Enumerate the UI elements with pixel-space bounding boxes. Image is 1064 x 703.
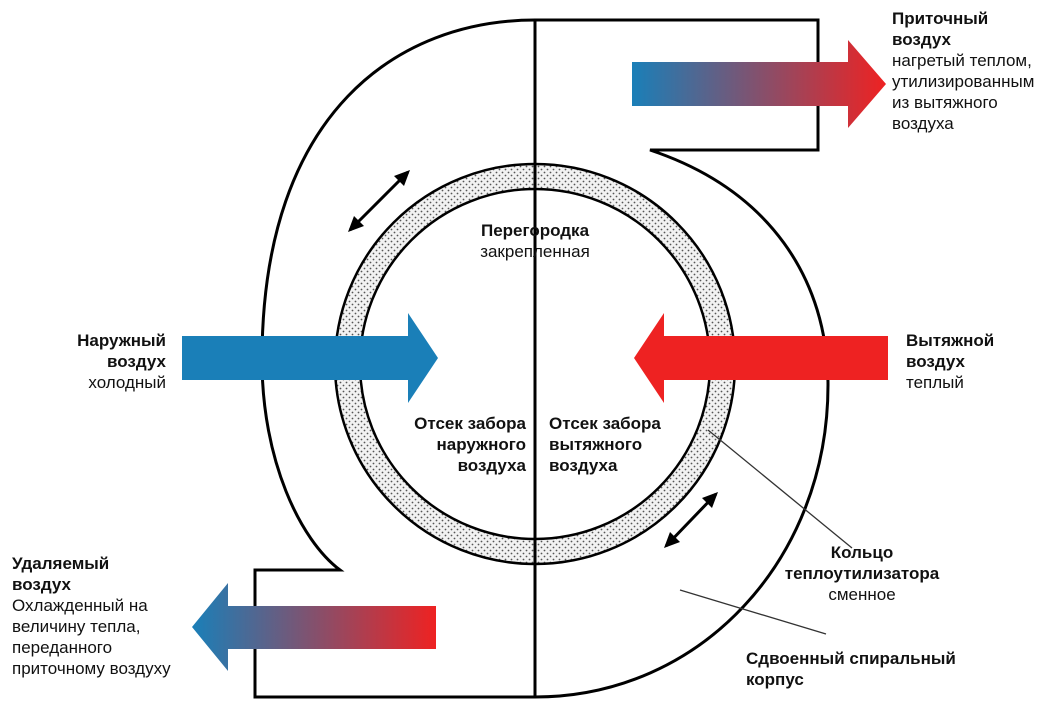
removed-air-desc-4: приточному воздуху: [12, 659, 171, 678]
casing-leader-line: [679, 589, 827, 635]
removed-air-arrow: [192, 583, 436, 671]
outdoor-air-arrow: [182, 313, 438, 403]
exhaust-air-title-1: Вытяжной: [906, 331, 995, 350]
outdoor-air-label: Наружный воздух холодный: [10, 330, 166, 393]
supply-air-desc-3: из вытяжного: [892, 93, 998, 112]
ring-title-2: теплоутилизатора: [784, 564, 940, 583]
outdoor-compartment-line-2: наружного: [436, 435, 527, 454]
supply-air-label: Приточный воздух нагретый теплом, утилиз…: [892, 8, 1034, 134]
exhaust-air-label: Вытяжной воздух теплый: [906, 330, 994, 393]
exhaust-air-desc: теплый: [906, 373, 964, 392]
ring-title-1: Кольцо: [830, 543, 894, 562]
supply-air-desc-4: воздуха: [892, 114, 954, 133]
removed-air-title-1: Удаляемый: [12, 554, 110, 573]
removed-air-desc-2: величину тепла,: [12, 617, 141, 636]
partition-title: Перегородка: [480, 221, 590, 240]
exhaust-compartment-line-3: воздуха: [549, 456, 618, 475]
exhaust-air-arrow: [634, 313, 888, 403]
outdoor-air-title-1: Наружный: [77, 331, 166, 350]
supply-air-desc-2: утилизированным: [892, 72, 1035, 91]
ring-label: Кольцо теплоутилизатора сменное: [770, 542, 954, 605]
exhaust-compartment-line-1: Отсек забора: [549, 414, 661, 433]
casing-title-2: корпус: [746, 670, 804, 689]
ring-desc: сменное: [828, 585, 896, 604]
outdoor-air-title-2: воздух: [107, 352, 166, 371]
casing-label: Сдвоенный спиральный корпус: [746, 648, 956, 690]
supply-air-arrow: [632, 40, 886, 128]
casing-left-half: [253, 18, 536, 699]
outdoor-compartment-line-3: воздуха: [457, 456, 526, 475]
removed-air-desc-1: Охлажденный на: [12, 596, 148, 615]
exhaust-compartment-line-2: вытяжного: [549, 435, 643, 454]
casing-title-1: Сдвоенный спиральный: [746, 649, 956, 668]
removed-air-desc-3: переданного: [12, 638, 113, 657]
outdoor-compartment-label: Отсек забора наружного воздуха: [350, 413, 526, 476]
removed-air-title-2: воздух: [12, 575, 71, 594]
rotation-arrow-top: [348, 170, 410, 232]
partition-label: Перегородка закрепленная: [440, 220, 630, 262]
removed-air-label: Удаляемый воздух Охлажденный на величину…: [12, 553, 171, 679]
partition-subtitle: закрепленная: [480, 242, 590, 261]
ring-leader-line: [707, 429, 853, 549]
exhaust-air-title-2: воздух: [906, 352, 965, 371]
supply-air-title-1: Приточный: [892, 9, 989, 28]
outdoor-compartment-line-1: Отсек забора: [414, 414, 526, 433]
outdoor-air-desc: холодный: [88, 373, 166, 392]
supply-air-desc-1: нагретый теплом,: [892, 51, 1032, 70]
supply-air-title-2: воздух: [892, 30, 951, 49]
rotation-arrow-bottom: [664, 492, 718, 548]
casing-right-half: [534, 18, 830, 699]
exhaust-compartment-label: Отсек забора вытяжного воздуха: [549, 413, 661, 476]
